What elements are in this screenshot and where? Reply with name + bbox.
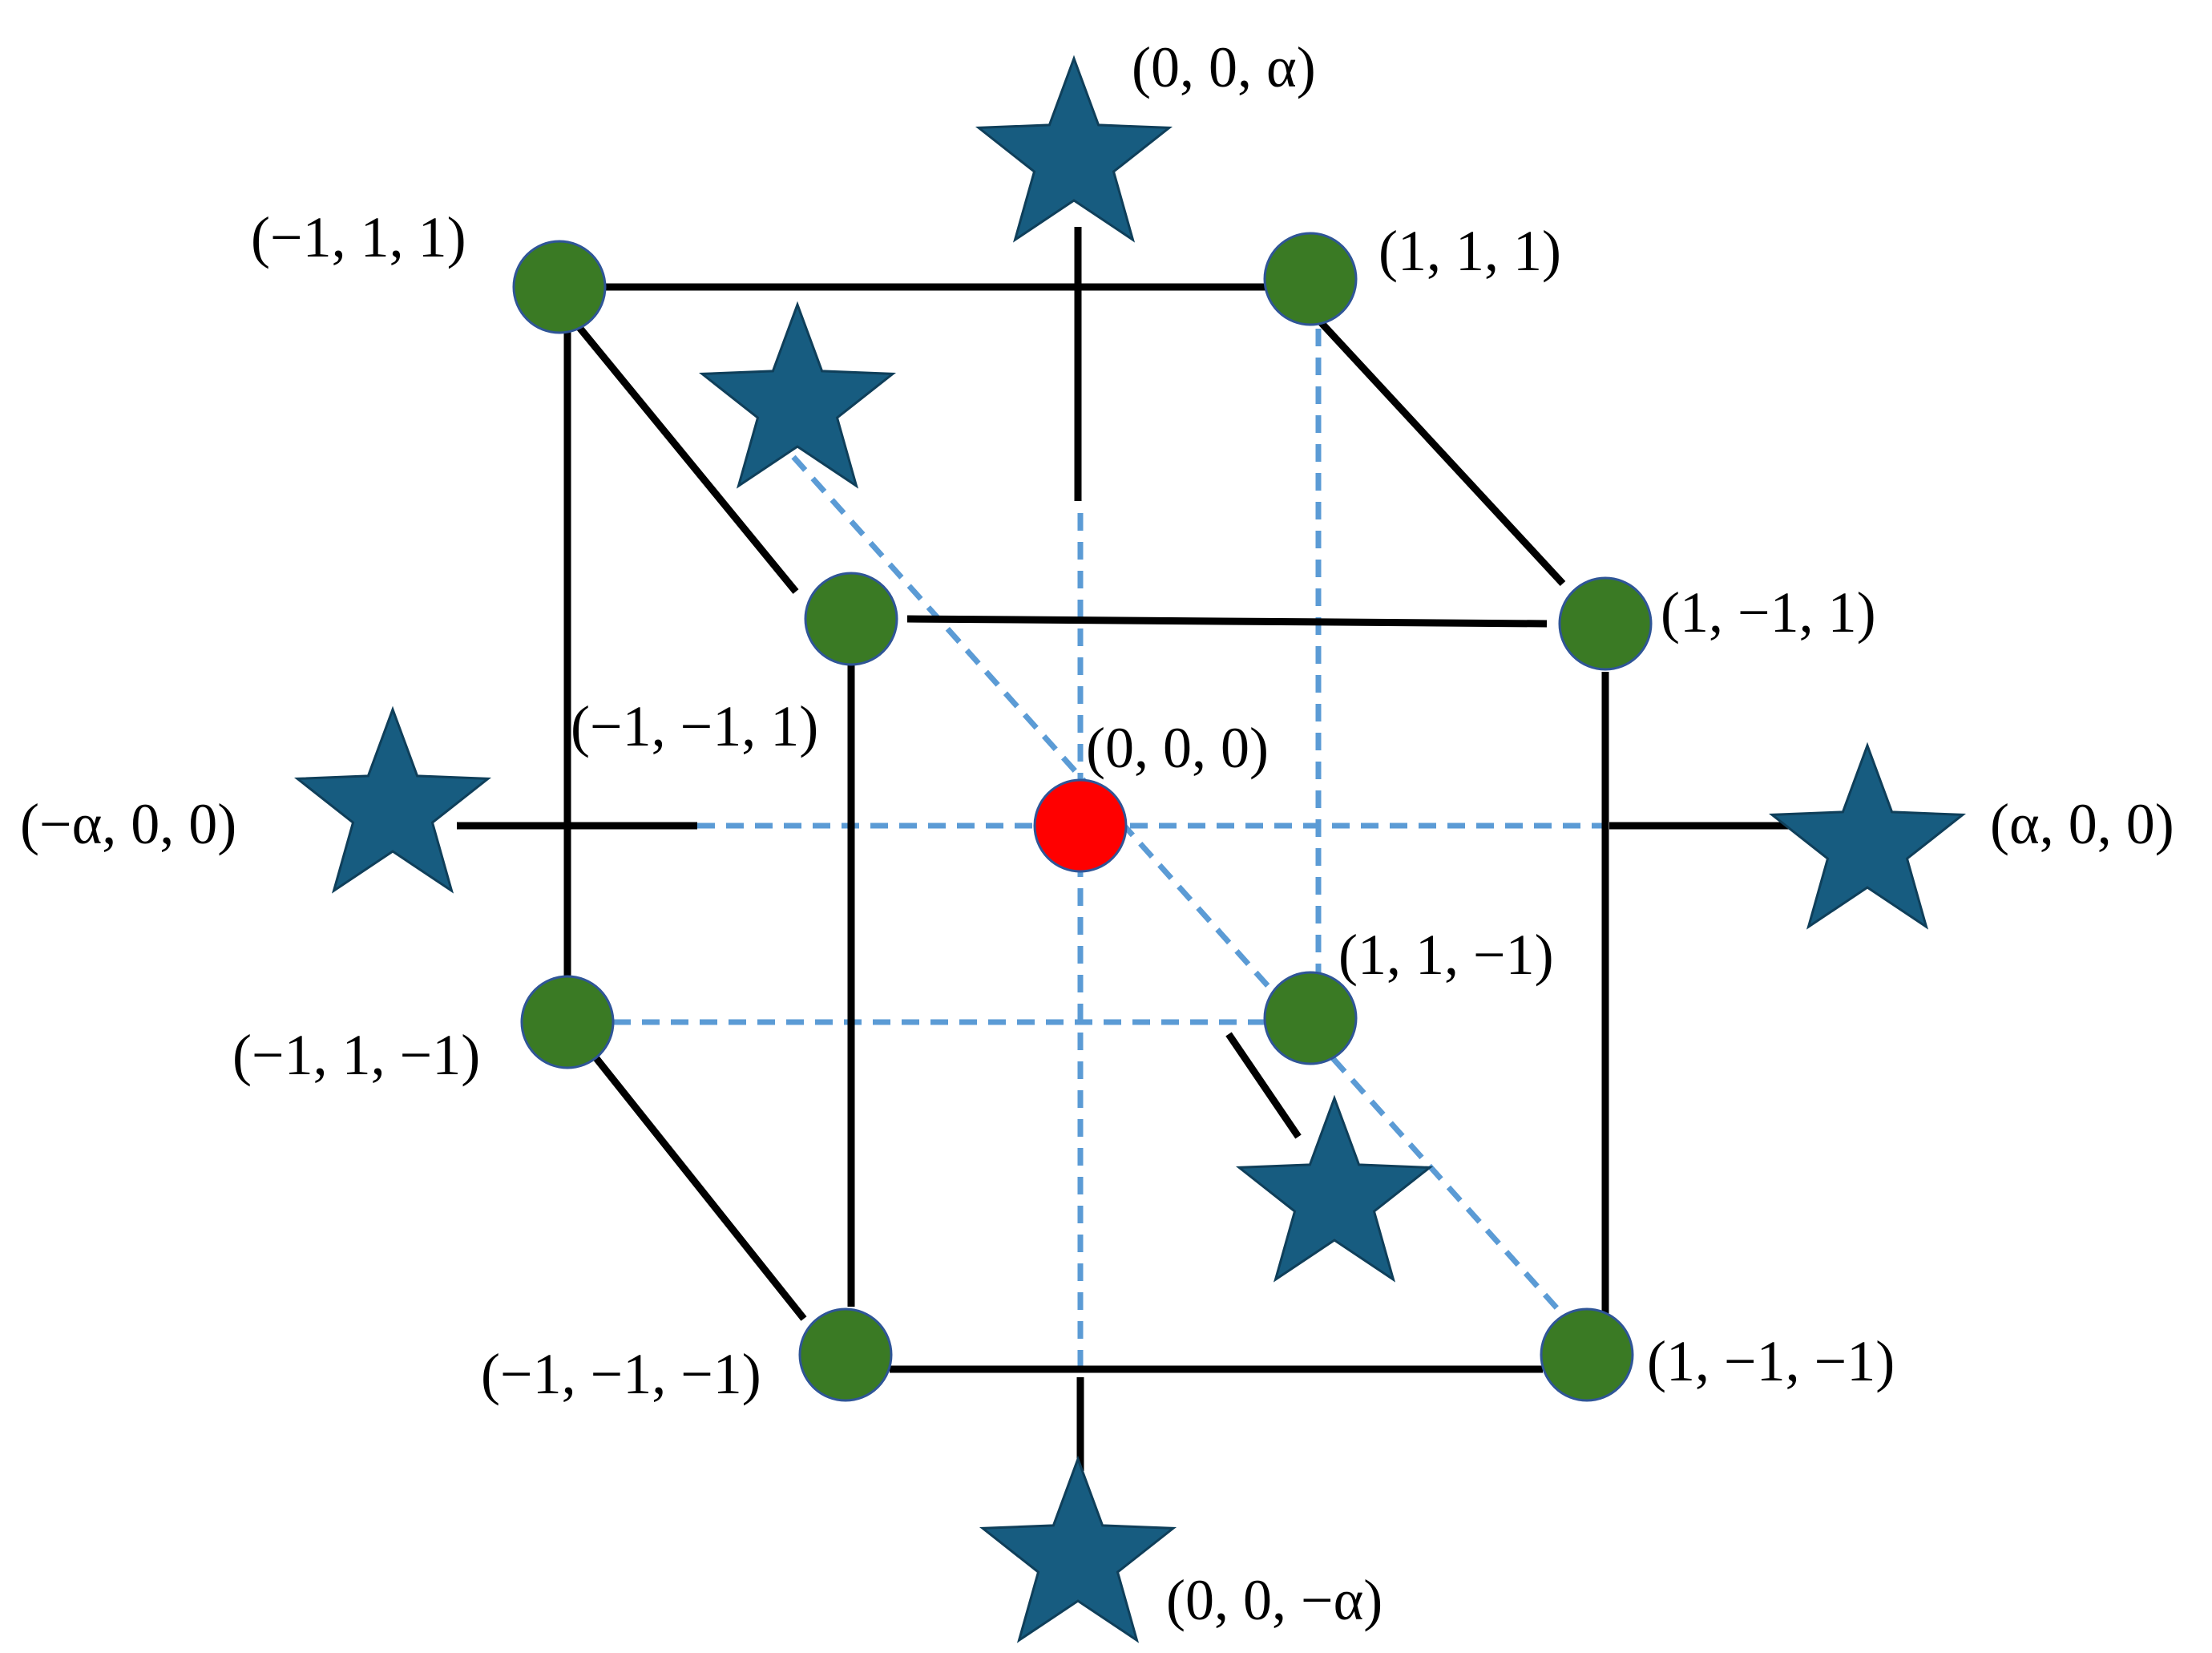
- cube-edges: [457, 227, 1791, 1471]
- factorial-point-m1-m1-m1: [798, 1307, 893, 1402]
- axial-star-0-0-pa: [975, 55, 1173, 243]
- factorial-point-p1-p1-m1: [1263, 971, 1358, 1065]
- label-m1-p1-p1: (−1, 1, 1): [251, 205, 466, 269]
- axial-star-0-ma-0: [1235, 1094, 1434, 1283]
- axial-star-ma-0-0: [293, 705, 492, 894]
- factorial-point-m1-p1-m1: [520, 975, 615, 1069]
- label-pa-0-0: (α, 0, 0): [1990, 792, 2174, 856]
- edge-depth-top-left: [574, 322, 799, 594]
- factorial-points: [512, 232, 1653, 1402]
- label-p1-m1-m1: (1, −1, −1): [1647, 1329, 1895, 1393]
- center-point: [1033, 778, 1128, 873]
- label-m1-p1-m1: (−1, 1, −1): [232, 1023, 480, 1087]
- edge-depth-bottom-right: [1225, 1032, 1302, 1139]
- factorial-point-m1-m1-p1: [804, 572, 898, 666]
- axial-star-0-0-ma: [979, 1455, 1177, 1643]
- label-m1-m1-m1: (−1, −1, −1): [481, 1342, 761, 1406]
- axial-star-0-pa-0: [698, 301, 897, 489]
- label-p1-p1-p1: (1, 1, 1): [1378, 219, 1561, 283]
- factorial-point-p1-p1-p1: [1263, 232, 1358, 326]
- factorial-point-p1-m1-p1: [1558, 576, 1653, 671]
- label-0-0-pa: (0, 0, α): [1132, 35, 1316, 99]
- edge-depth-bottom-left: [574, 1032, 807, 1321]
- factorial-point-p1-m1-m1: [1540, 1307, 1634, 1402]
- edge-depth-top-right: [1318, 319, 1566, 587]
- label-m1-m1-p1: (−1, −1, 1): [571, 694, 818, 758]
- label-ma-0-0: (−α, 0, 0): [20, 792, 236, 856]
- axial-points: [293, 55, 1967, 1643]
- point-labels: (−1, 1, 1) (1, 1, 1) (−1, −1, 1) (1, −1,…: [20, 35, 2174, 1632]
- edge-front-top: [906, 615, 1548, 628]
- axial-star-pa-0-0: [1768, 742, 1967, 930]
- label-p1-p1-m1: (1, 1, −1): [1338, 923, 1554, 987]
- factorial-point-m1-p1-p1: [512, 240, 607, 334]
- label-0-0-ma: (0, 0, −α): [1166, 1568, 1382, 1632]
- label-p1-m1-p1: (1, −1, 1): [1661, 580, 1876, 645]
- dashed-diagonal-axis: [791, 455, 1565, 1317]
- label-center: (0, 0, 0): [1086, 716, 1269, 780]
